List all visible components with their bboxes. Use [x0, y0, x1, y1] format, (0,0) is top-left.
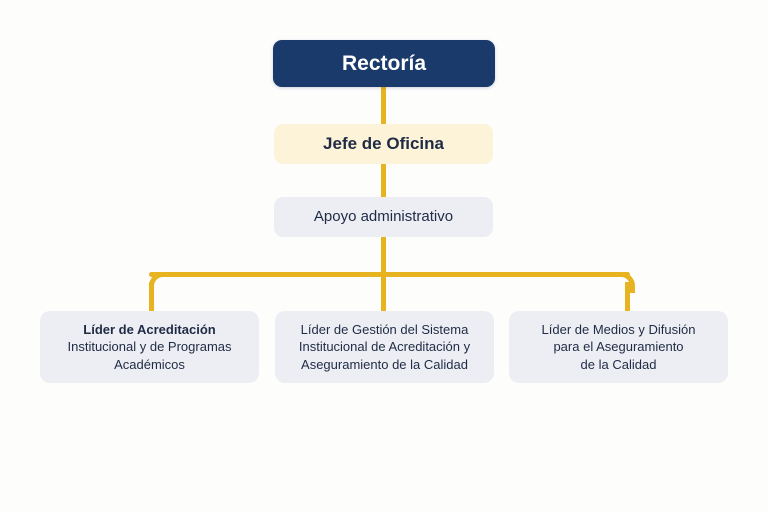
- node-lider-acreditacion-text: Líder de Acreditación Institucional y de…: [50, 321, 249, 372]
- node-apoyo-administrativo[interactable]: Apoyo administrativo: [274, 197, 493, 237]
- node-lider-medios[interactable]: Líder de Medios y Difusión para el Asegu…: [509, 311, 728, 383]
- node-lider-acreditacion[interactable]: Líder de Acreditación Institucional y de…: [40, 311, 259, 383]
- connector-drop-medios: [625, 282, 630, 314]
- node-lider-medios-line-1: Líder de Medios y Difusión: [541, 322, 696, 338]
- node-lider-gestion[interactable]: Líder de Gestión del Sistema Institucion…: [275, 311, 494, 383]
- node-rectoria-label: Rectoría: [341, 51, 427, 75]
- node-jefe-de-oficina[interactable]: Jefe de Oficina: [274, 124, 493, 164]
- node-lider-gestion-text: Líder de Gestión del Sistema Institucion…: [285, 321, 484, 372]
- node-lider-medios-text: Líder de Medios y Difusión para el Asegu…: [519, 321, 718, 372]
- node-lider-gestion-line-2: Institucional de Acreditación y: [298, 339, 471, 355]
- node-lider-medios-line-3: de la Calidad: [580, 356, 657, 372]
- node-rectoria[interactable]: Rectoría: [273, 40, 495, 87]
- node-jefe-de-oficina-label: Jefe de Oficina: [323, 133, 444, 153]
- connector-drop-acreditacion: [149, 282, 154, 314]
- node-lider-acreditacion-line-1: Líder de Acreditación: [83, 322, 216, 338]
- node-lider-gestion-line-3: Aseguramiento de la Calidad: [301, 356, 468, 372]
- connector-drop-gestion: [381, 272, 386, 314]
- node-lider-medios-line-2: para el Aseguramiento: [553, 339, 684, 355]
- node-lider-acreditacion-line-2: Institucional y de Programas: [67, 339, 232, 355]
- node-lider-acreditacion-line-3: Académicos: [114, 356, 185, 372]
- node-lider-gestion-line-1: Líder de Gestión del Sistema: [300, 322, 469, 338]
- connector-apoyo-to-bus: [381, 236, 386, 276]
- connector-horizontal-bus: [149, 272, 630, 277]
- connector-jefe-to-apoyo: [381, 163, 386, 198]
- connector-corner-right: [614, 272, 635, 293]
- connector-rectoria-to-jefe: [381, 86, 386, 125]
- node-apoyo-administrativo-label: Apoyo administrativo: [313, 208, 454, 226]
